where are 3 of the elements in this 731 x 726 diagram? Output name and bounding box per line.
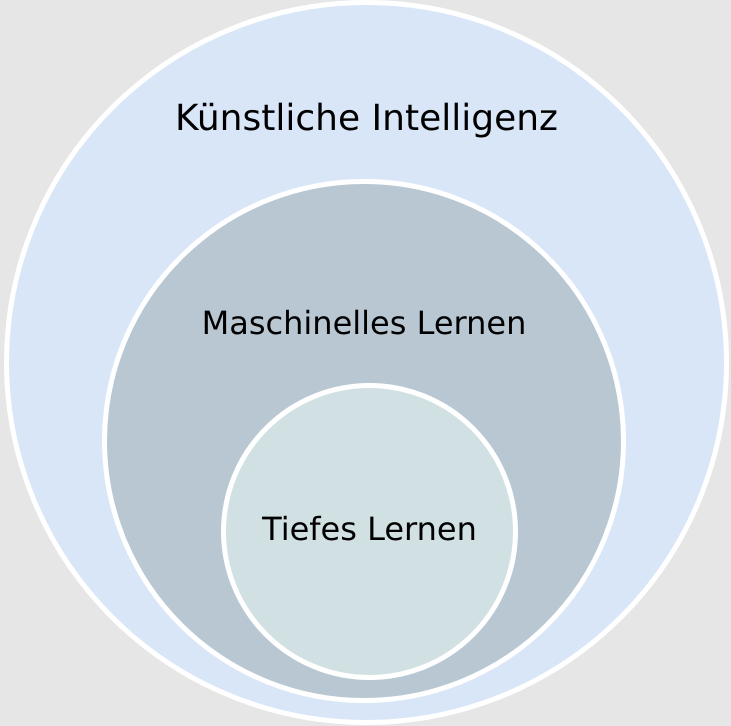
circle-label: Maschinelles Lernen (202, 303, 526, 343)
circle-label: Künstliche Intelligenz (175, 97, 558, 141)
circle-label: Tiefes Lernen (262, 509, 477, 549)
